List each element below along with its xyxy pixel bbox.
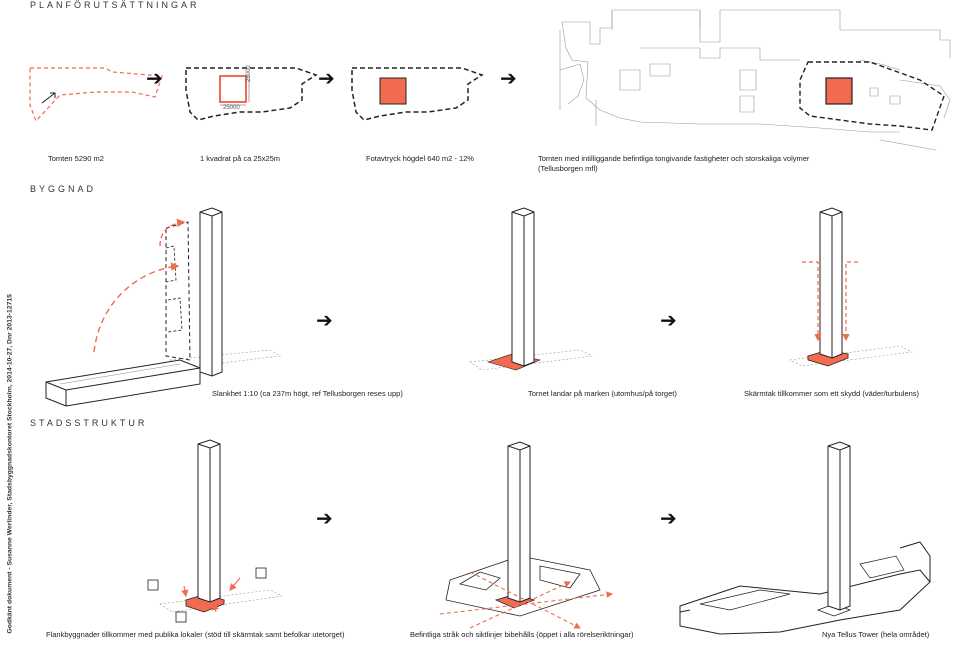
dimension-height: 25000 (246, 65, 252, 82)
caption-tomten: Tomten 5290 m2 (48, 154, 104, 163)
caption-fotavtryck: Fotavtryck högdel 640 m2 - 12% (366, 154, 474, 163)
site-square-plan (185, 67, 318, 121)
tower-streets (439, 441, 614, 629)
arrow-icon: ➔ (318, 66, 335, 90)
caption-flank: Flankbyggnader tillkommer med publika lo… (46, 630, 345, 639)
context-site-outline (799, 61, 945, 131)
arrow-icon: ➔ (316, 308, 333, 332)
caption-kvadrat: 1 kvadrat på ca 25x25m (200, 154, 281, 163)
arrow-icon: ➔ (660, 506, 677, 530)
footprint-plan (351, 67, 484, 121)
caption-slankhet: Slankhet 1:10 (ca 237m högt, ref Tellusb… (212, 389, 403, 398)
caption-befintliga: Befintliga stråk och siktlinjer bibehåll… (410, 630, 634, 639)
tower-flanks (147, 439, 283, 623)
section-title-byggnad: BYGGNAD (30, 184, 97, 194)
section-title-stadsstruktur: STADSSTRUKTUR (30, 418, 148, 428)
arrow-icon: ➔ (316, 506, 333, 530)
arrow-icon: ➔ (660, 308, 677, 332)
tower-landing (469, 207, 594, 371)
context-plan (559, 9, 951, 151)
caption-skarmtak: Skärmtak tillkommer som ett skydd (väder… (744, 389, 920, 398)
arrow-icon: ➔ (146, 66, 163, 90)
caption-tornet: Tornet landar på marken (utomhus/på torg… (528, 389, 677, 398)
caption-tomten-med-2: (Tellusborgen mfl) (538, 164, 598, 173)
tower-canopy (788, 207, 914, 367)
site-outline-plan (29, 67, 163, 123)
arrow-icon: ➔ (500, 66, 517, 90)
caption-nya: Nya Tellus Tower (hela området) (822, 630, 930, 639)
section-title-planforutsattningar: PLANFÖRUTSÄTTNINGAR (30, 0, 200, 10)
tower-whole-area (679, 441, 931, 635)
caption-tomten-med-1: Tomten med intilliggande befintliga tong… (538, 154, 810, 163)
tower-slenderness (45, 207, 281, 407)
dimension-width: 25000 (223, 105, 240, 111)
